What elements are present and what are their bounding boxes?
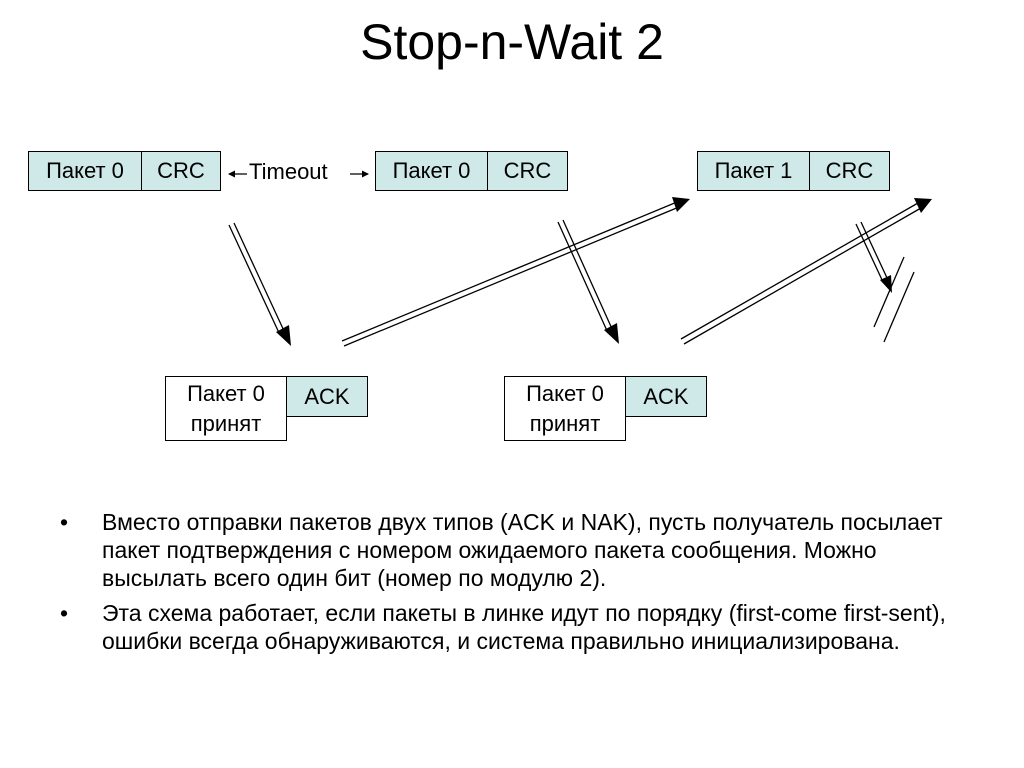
break-mark-2 [883,271,915,343]
ack-1-line1: Пакет 0 [187,380,265,406]
packet-c-crc: CRC [809,151,890,191]
bullet-item: Вместо отправки пакетов двух типов (ACK … [60,508,980,592]
ack-1-line2: принят [190,410,262,436]
packet-b-crc: CRC [487,151,568,191]
arrow-ack-1-to-sender [341,197,690,347]
bullet-list: Вместо отправки пакетов двух типов (ACK … [60,508,980,662]
bullet-item: Эта схема работает, если пакеты в линке … [60,599,980,655]
arrow-packet-c-lost [855,221,892,293]
packet-b-label: Пакет 0 [375,151,488,191]
ack-2-line1: Пакет 0 [526,380,604,406]
arrow-packet-b-to-receiver [557,219,619,344]
ack-1-ack: ACK [286,376,368,417]
packet-a-crc: CRC [141,151,221,191]
ack-1-received: Пакет 0 принят [165,376,287,441]
ack-2-line2: принят [529,410,601,436]
packet-a-label: Пакет 0 [28,151,142,191]
timeout-label: Timeout [249,159,328,184]
slide-title: Stop-n-Wait 2 [360,14,664,70]
arrow-packet-a-to-receiver [228,222,291,346]
ack-2-ack: ACK [625,376,707,417]
ack-2-received: Пакет 0 принят [504,376,626,441]
arrow-ack-2-to-sender [680,198,932,345]
break-mark-1 [873,256,905,328]
